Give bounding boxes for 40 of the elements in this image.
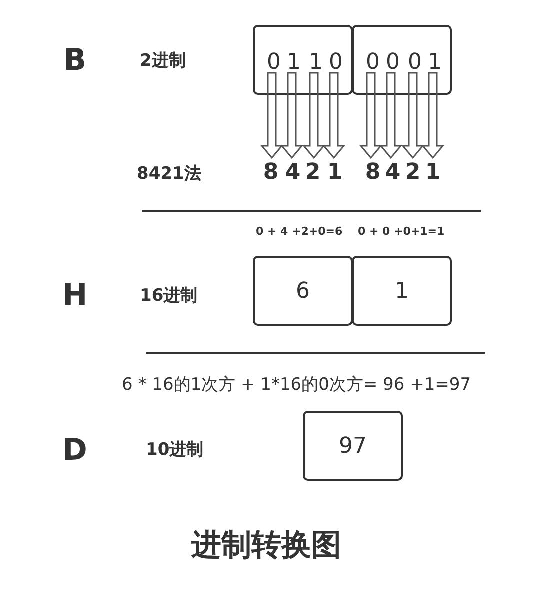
- value-box: 1: [352, 256, 452, 326]
- hollow-arrow: [302, 72, 326, 160]
- row-letter: H: [61, 276, 89, 314]
- diagram-title: 进制转换图: [190, 526, 342, 564]
- row-label: 2进制: [140, 50, 187, 72]
- binary-digit: 1: [285, 49, 303, 75]
- binary-digit: 0: [406, 49, 424, 75]
- hollow-arrow: [401, 72, 425, 160]
- binary-digit: 0: [327, 49, 345, 75]
- place-value-weight: 4: [283, 158, 303, 186]
- binary-digit: 0: [364, 49, 382, 75]
- hollow-arrow: [322, 72, 346, 160]
- binary-digit: 1: [307, 49, 325, 75]
- formula-text: 6 * 16的1次方 + 1*16的0次方= 96 +1=97: [122, 374, 472, 396]
- place-value-weight: 2: [303, 158, 323, 186]
- hollow-arrow: [359, 72, 383, 160]
- row-letter: B: [62, 42, 88, 80]
- binary-digit: 0: [265, 49, 283, 75]
- digit-group-box: [352, 25, 452, 95]
- row-label: 10进制: [146, 438, 205, 461]
- value-box: 6: [253, 256, 353, 326]
- place-value-weight: 1: [325, 158, 345, 186]
- hollow-arrow: [379, 72, 403, 160]
- place-value-weight: 8: [261, 158, 281, 186]
- binary-digit: 0: [384, 49, 402, 75]
- binary-digit: 1: [426, 49, 444, 75]
- row-letter: D: [62, 432, 88, 470]
- row-label: 16进制: [140, 284, 199, 307]
- digit-group-box: [253, 25, 353, 95]
- hollow-arrow: [260, 72, 284, 160]
- hollow-arrow: [421, 72, 445, 160]
- place-value-weight: 4: [383, 158, 403, 186]
- row-label: 8421法: [137, 162, 202, 186]
- sum-note: 0 + 4 +2+0=6: [256, 224, 344, 240]
- sum-note: 0 + 0 +0+1=1: [358, 224, 446, 240]
- place-value-weight: 1: [423, 158, 443, 186]
- place-value-weight: 2: [403, 158, 423, 186]
- hollow-arrow: [280, 72, 304, 160]
- value-box: 97: [303, 411, 403, 481]
- place-value-weight: 8: [363, 158, 383, 186]
